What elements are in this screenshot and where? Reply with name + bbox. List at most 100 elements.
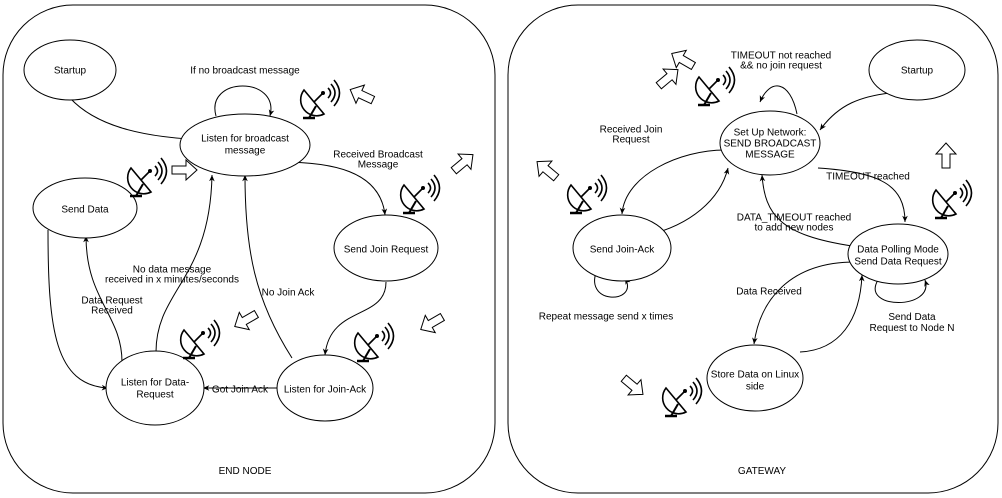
edge-listen-data-to-send-data: [83, 235, 123, 363]
edge-gw-polling-to-store: [752, 261, 856, 345]
label-no-broadcast-line: If no broadcast message: [190, 66, 300, 77]
label-repeat-message-line: Repeat message send x times: [539, 312, 674, 323]
label-listen-broadcast-line: message: [225, 146, 266, 157]
label-received-join-request-line: Received Join: [600, 125, 663, 136]
satellite-dish-icon: [353, 322, 395, 363]
edge-gw-polling-self-loop: [874, 279, 930, 303]
hollow-arrow-icon: [171, 158, 198, 182]
label-gw-data-polling-line: Data Polling Mode: [857, 245, 939, 256]
label-no-data-message-line: No data message: [133, 265, 212, 276]
gateway-panel: [507, 4, 999, 494]
label-send-data-line: Send Data: [61, 205, 109, 216]
label-no-join-ack-line: No Join Ack: [262, 288, 316, 299]
label-listen-data-request-line: Listen for Data-: [121, 378, 189, 389]
edge-gw-setup-to-polling: [817, 167, 908, 223]
hollow-arrow-icon: [420, 312, 446, 334]
label-data-request-received-line: Data Request: [81, 296, 142, 307]
edge-gw-store-to-polling: [799, 274, 865, 353]
hollow-arrow-icon: [234, 309, 260, 331]
label-startup-line: Startup: [54, 66, 87, 77]
hollow-arrow-icon: [349, 84, 376, 105]
satellite-dish-icon: [399, 174, 441, 215]
hollow-arrow-icon: [655, 68, 679, 90]
gateway-states: [572, 39, 966, 412]
label-gw-send-join-ack-line: Send Join-Ack: [590, 245, 655, 256]
satellite-dish-icon: [299, 79, 341, 120]
gateway-title: GATEWAY: [738, 466, 786, 477]
edge-listen-self-loop: [214, 85, 275, 117]
satellite-dish-icon: [931, 179, 973, 220]
icons: [126, 49, 973, 418]
label-listen-join-ack: Listen for Join-Ack: [284, 385, 367, 396]
state-listen-broadcast: [179, 113, 311, 177]
satellite-dish-icon: [661, 377, 703, 418]
hollow-arrow-icon: [620, 374, 644, 396]
label-listen-data-request: Listen for Data-Request: [121, 378, 189, 401]
edge-gw-join-ack-self-loop: [594, 267, 631, 298]
label-gw-setup-network-line: MESSAGE: [745, 150, 795, 161]
label-gw-setup-network-line: Set Up Network:: [734, 128, 807, 139]
satellite-dish-icon: [566, 174, 608, 215]
state-listen-data-request: [105, 350, 205, 426]
label-no-broadcast: If no broadcast message: [190, 66, 300, 77]
satellite-dish-icon: [126, 157, 168, 198]
state-gw-send-join-ack: [572, 214, 672, 282]
label-data-timeout-line: to add new nodes: [755, 223, 834, 234]
label-timeout-not-reached: TIMEOUT not reached&& no join request: [731, 51, 831, 72]
label-no-join-ack: No Join Ack: [262, 288, 316, 299]
label-timeout-reached-line: TIMEOUT reached: [826, 172, 910, 183]
edge-listen-ack-to-listen-broadcast: [242, 174, 293, 359]
label-got-join-ack-line: Got Join Ack: [212, 385, 269, 396]
label-gw-setup-network-line: SEND BROADCAST: [724, 139, 817, 150]
label-gw-startup-line: Startup: [901, 66, 934, 77]
label-no-data-message-line: received in x minutes/seconds: [105, 275, 239, 286]
label-send-join-request-line: Send Join Request: [344, 245, 429, 256]
satellite-dish-icon: [179, 319, 221, 360]
state-gw-setup-network: [719, 110, 821, 176]
edge-send-join-to-listen-ack: [322, 281, 387, 356]
edge-gw-setup-to-join-ack: [619, 149, 726, 215]
edge-gw-setup-self-loop: [759, 85, 798, 115]
state-send-join-request: [333, 214, 439, 282]
label-received-broadcast-line: Received Broadcast: [333, 150, 423, 161]
label-data-received-line: Data Received: [736, 287, 802, 298]
label-received-join-request-line: Request: [612, 135, 649, 146]
satellite-dish-icon: [694, 66, 736, 107]
label-received-broadcast-line: Message: [358, 160, 399, 171]
label-got-join-ack: Got Join Ack: [212, 385, 269, 396]
label-send-data: Send Data: [61, 205, 109, 216]
label-send-join-request: Send Join Request: [344, 245, 429, 256]
hollow-arrow-icon: [671, 49, 697, 71]
label-send-data-request-node-line: Send Data: [888, 312, 936, 323]
label-timeout-not-reached-line: && no join request: [740, 61, 822, 72]
state-gw-startup: [868, 39, 966, 101]
label-gw-startup: Startup: [901, 66, 934, 77]
label-gw-store-data-line: Store Data on Linux: [711, 370, 799, 381]
edge-gw-polling-to-setup: [759, 174, 853, 247]
label-data-received: Data Received: [736, 287, 802, 298]
end-node-states: [23, 39, 439, 426]
label-listen-join-ack-line: Listen for Join-Ack: [284, 385, 367, 396]
end-node-title: END NODE: [219, 466, 272, 477]
label-listen-broadcast-line: Listen for broadcast: [201, 134, 289, 145]
state-listen-join-ack: [276, 354, 374, 422]
label-gw-store-data-line: side: [746, 382, 765, 393]
state-gw-data-polling: [847, 223, 949, 285]
hollow-arrow-icon: [934, 142, 958, 169]
edge-send-data-to-listen-data: [47, 229, 109, 391]
label-timeout-not-reached-line: TIMEOUT not reached: [731, 51, 831, 62]
label-send-data-request-node-line: Request to Node N: [869, 323, 954, 334]
label-timeout-reached: TIMEOUT reached: [826, 172, 910, 183]
hollow-arrow-icon: [450, 153, 474, 175]
